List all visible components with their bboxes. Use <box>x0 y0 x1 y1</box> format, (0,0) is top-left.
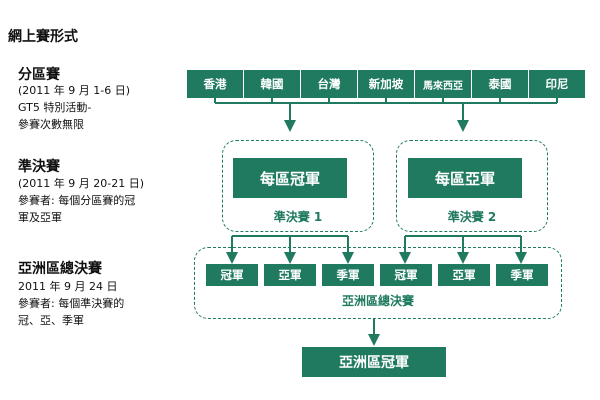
region-box-singapore: 新加坡 <box>358 70 414 98</box>
place-box-champion: 冠軍 <box>380 264 432 286</box>
asia-champion-box: 亞洲區冠軍 <box>302 347 446 377</box>
region-box-thailand: 泰國 <box>472 70 528 98</box>
semifinal-section-line: (2011 年 9 月 20-21 日) <box>18 177 145 190</box>
semifinal-2-label: 準決賽 2 <box>447 210 497 224</box>
place-box-champion: 冠軍 <box>206 264 258 286</box>
asia-final-section-line: 參賽者: 每個準決賽的 <box>18 297 125 310</box>
regional-section-line: GT5 特別活動- <box>18 101 92 114</box>
regional-section-line: (2011 年 9 月 1-6 日) <box>18 84 131 97</box>
asia-final-section-line: 冠、亞、季軍 <box>18 314 84 327</box>
place-box-runner-up: 亞軍 <box>438 264 490 286</box>
place-box-third: 季軍 <box>496 264 548 286</box>
page-title: 網上賽形式 <box>8 29 78 45</box>
semifinal-section-title: 準決賽 <box>18 159 60 175</box>
regional-section-title: 分區賽 <box>18 67 60 83</box>
asia-final-section-title: 亞洲區總決賽 <box>18 261 102 277</box>
region-box-korea: 韓國 <box>244 70 300 98</box>
semifinal-2-group <box>396 140 548 232</box>
asia-final-group <box>194 247 562 319</box>
region-box-malaysia: 馬來西亞 <box>415 70 471 98</box>
semifinal-section-line: 軍及亞軍 <box>18 211 62 224</box>
asia-final-section-line: 2011 年 9 月 24 日 <box>18 280 118 293</box>
semifinal-1-label: 準決賽 1 <box>273 210 323 224</box>
region-box-taiwan: 台灣 <box>301 70 357 98</box>
place-box-third: 季軍 <box>322 264 374 286</box>
semifinal-1-group <box>222 140 374 232</box>
regional-section-line: 參賽次數無限 <box>18 118 84 131</box>
region-box-indonesia: 印尼 <box>529 70 585 98</box>
asia-final-label: 亞洲區總決賽 <box>341 294 414 308</box>
semifinal-2-winner-box: 每區亞軍 <box>408 158 522 198</box>
region-box-hong-kong: 香港 <box>187 70 243 98</box>
semifinal-section-line: 參賽者: 每個分區賽的冠 <box>18 194 136 207</box>
semifinal-1-winner-box: 每區冠軍 <box>233 158 347 198</box>
place-box-runner-up: 亞軍 <box>264 264 316 286</box>
